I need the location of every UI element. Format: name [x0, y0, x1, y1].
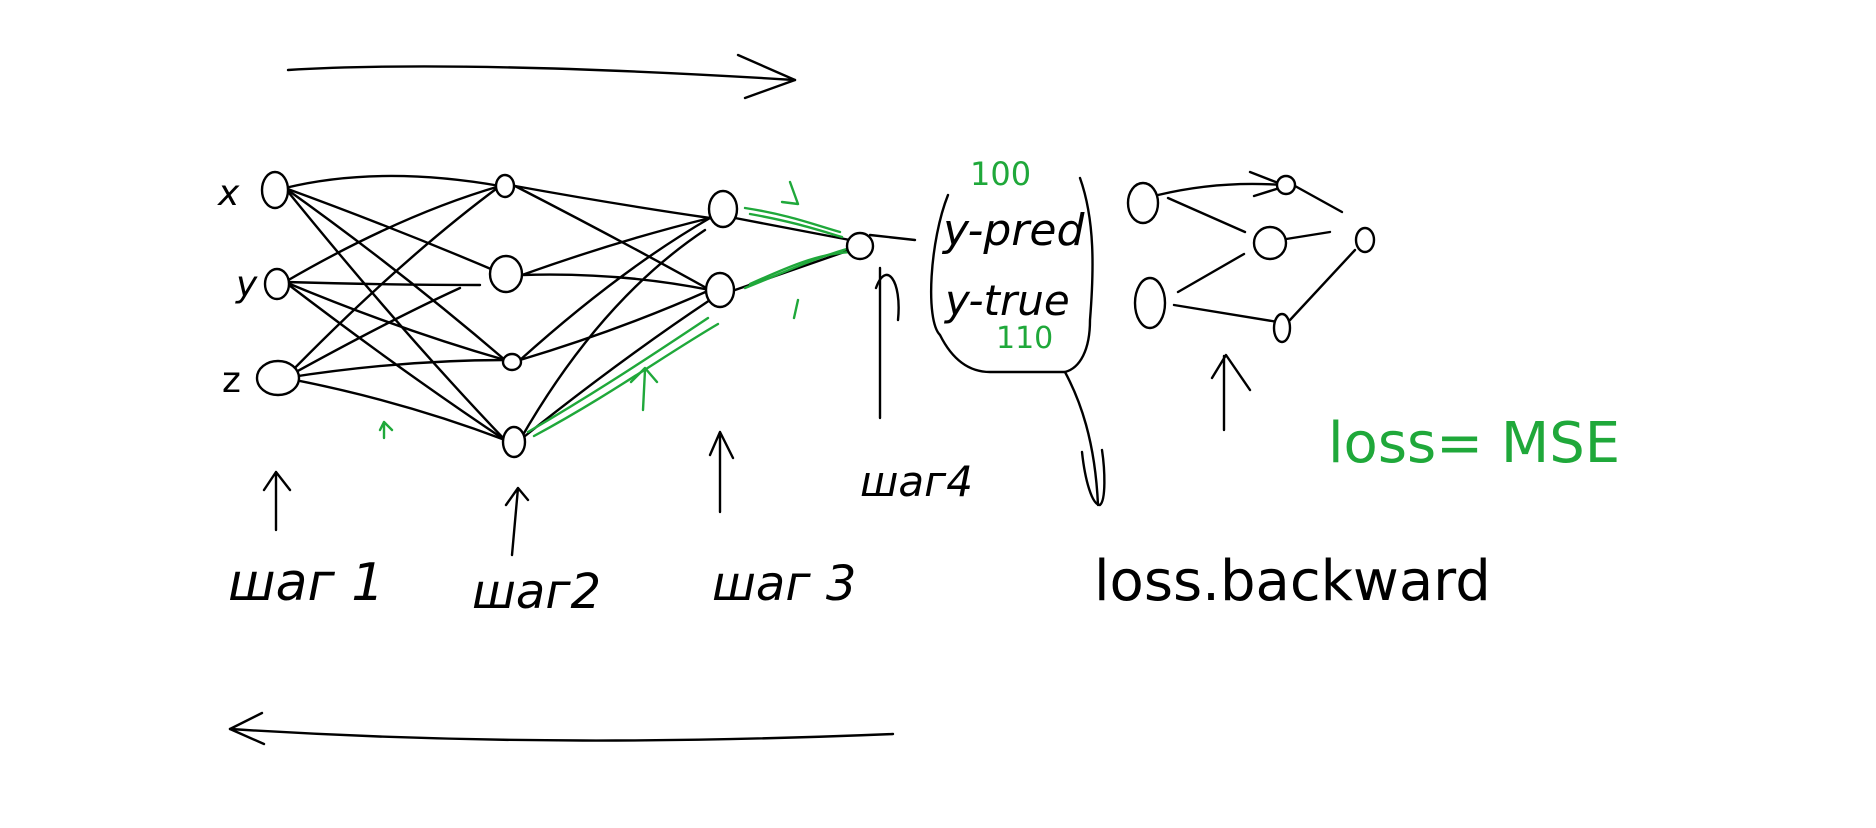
loss-backward-label: loss.backward — [1094, 549, 1491, 614]
net2-output-node — [1354, 226, 1376, 254]
prediction-box: y-pred y-true 100 110 — [929, 155, 1094, 374]
network-1-edges — [283, 174, 917, 442]
hidden2-node-2 — [704, 271, 736, 309]
step-label-3: шаг 3 — [712, 556, 856, 612]
step-labels: шаг 1 шаг2 шаг 3 шаг4 — [228, 457, 973, 620]
input-node-y — [263, 267, 291, 301]
net2-hidden-node-1 — [1275, 174, 1297, 196]
y-true-value: 110 — [996, 321, 1053, 356]
net2-input-node-2 — [1133, 276, 1167, 330]
input-labels: x y z — [217, 173, 258, 401]
hidden1-node-4 — [501, 425, 527, 459]
forward-arrow — [286, 53, 797, 100]
net2-hidden-node-2 — [1252, 225, 1288, 261]
input-node-x — [260, 170, 290, 210]
output-node — [845, 231, 875, 261]
network-1-nodes — [255, 170, 875, 459]
input-label-x: x — [217, 173, 240, 214]
network-2 — [1126, 170, 1376, 432]
net2-hidden-node-3 — [1272, 312, 1292, 344]
input-label-y: y — [235, 264, 258, 305]
gradient-strokes — [378, 180, 852, 440]
step-label-1: шаг 1 — [228, 553, 384, 613]
step-label-2: шаг2 — [472, 564, 601, 620]
net2-input-node-1 — [1126, 181, 1160, 225]
input-node-z — [255, 359, 301, 397]
input-label-z: z — [222, 360, 241, 401]
backward-arrow — [228, 711, 895, 746]
hidden2-node-1 — [707, 189, 739, 229]
loss-formula: loss= MSE — [1328, 411, 1620, 476]
hidden1-node-1 — [494, 173, 516, 199]
loss-backward-arrow — [1063, 370, 1106, 507]
y-pred-label: y-pred — [941, 205, 1085, 256]
y-pred-value: 100 — [970, 155, 1031, 193]
step-arrows — [262, 266, 900, 557]
hidden1-node-2 — [488, 254, 524, 294]
y-true-label: y-true — [943, 276, 1070, 325]
step-label-4: шаг4 — [860, 457, 973, 506]
hidden1-node-3 — [501, 352, 523, 372]
